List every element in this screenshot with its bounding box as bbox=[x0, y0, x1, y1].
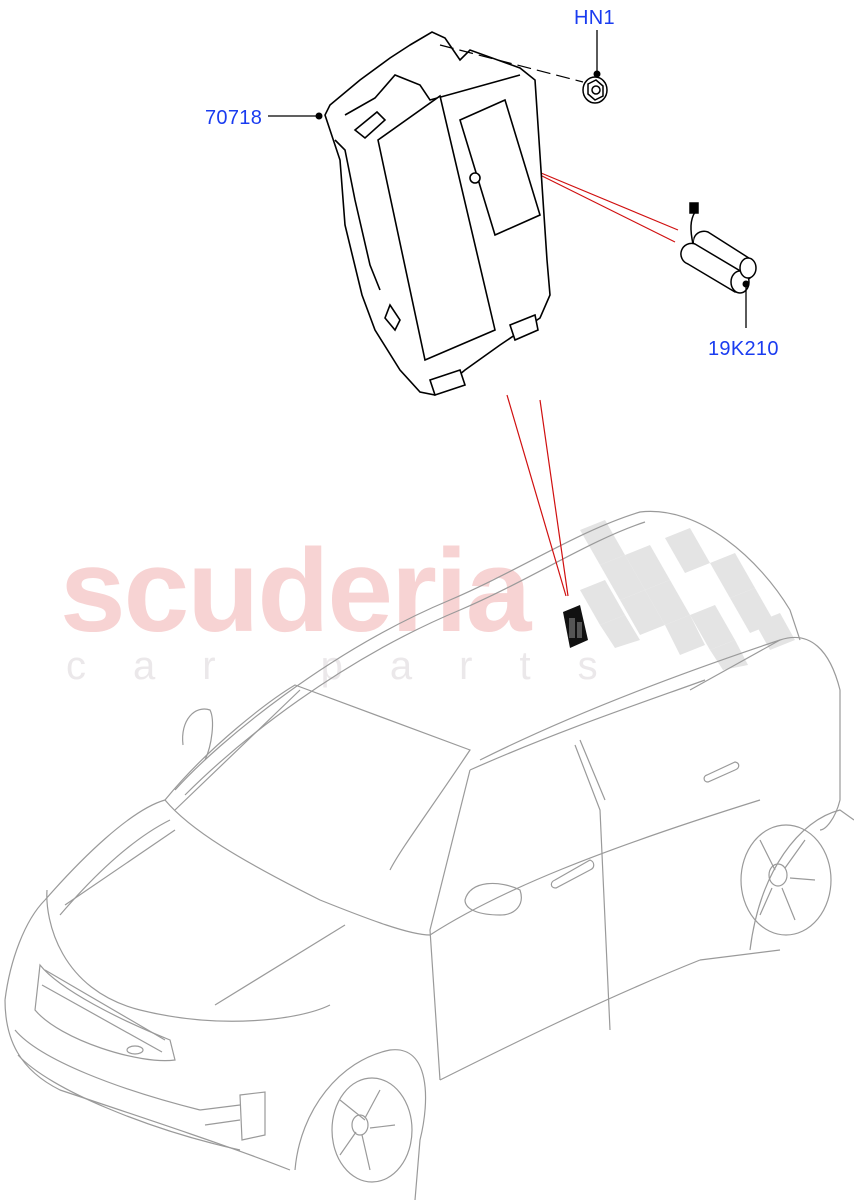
watermark-car-parts: car parts bbox=[66, 644, 645, 688]
fastener-axis-line bbox=[439, 44, 584, 83]
callout-70718[interactable]: 70718 bbox=[205, 107, 263, 129]
callout-hn1[interactable]: HN1 bbox=[574, 7, 615, 29]
flange-nut-drawing bbox=[582, 76, 608, 104]
checkered-flag-watermark bbox=[580, 520, 795, 670]
battery-pack-drawing bbox=[680, 202, 757, 294]
control-module-drawing bbox=[324, 31, 551, 397]
callout-dots bbox=[315, 70, 750, 288]
connector-on-vehicle bbox=[563, 605, 588, 648]
leader-lines-red bbox=[506, 162, 679, 597]
vehicle-outline bbox=[4, 510, 854, 1200]
callout-leaders bbox=[268, 30, 747, 328]
callout-19k210[interactable]: 19K210 bbox=[708, 338, 779, 360]
watermark-scuderia: scuderia bbox=[60, 525, 531, 657]
